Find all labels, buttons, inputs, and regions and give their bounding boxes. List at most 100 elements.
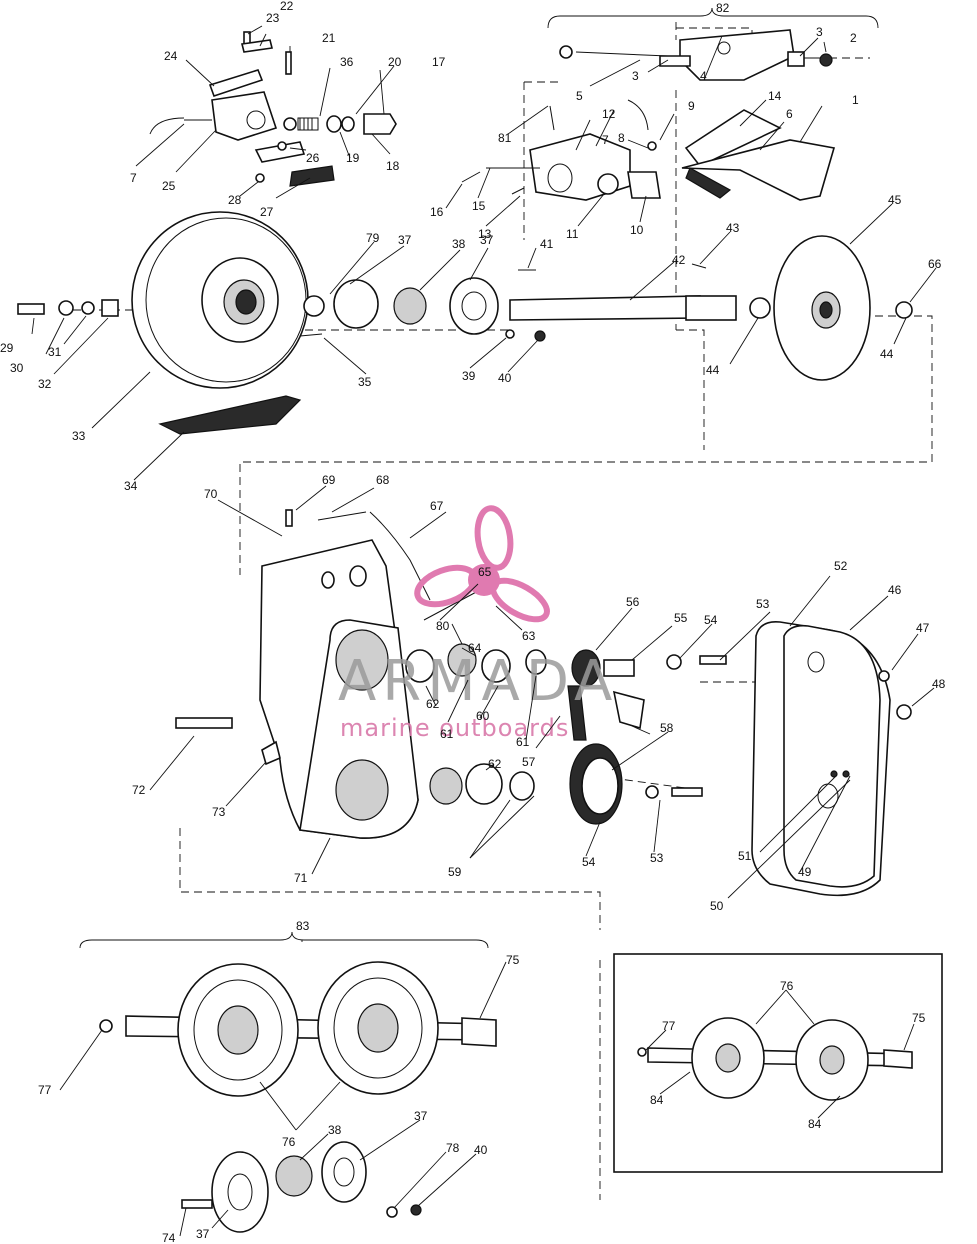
callout-35: 35 bbox=[358, 375, 372, 389]
callout-32: 32 bbox=[38, 377, 52, 391]
callout-61: 61 bbox=[516, 735, 530, 749]
callout-40: 40 bbox=[474, 1143, 488, 1157]
callout-29: 29 bbox=[0, 341, 14, 355]
callout-65: 65 bbox=[478, 565, 492, 579]
callout-75: 75 bbox=[912, 1011, 926, 1025]
callout-79: 79 bbox=[366, 231, 380, 245]
callout-63: 63 bbox=[522, 629, 536, 643]
callout-43: 43 bbox=[726, 221, 740, 235]
callout-83: 83 bbox=[296, 919, 310, 933]
callout-67: 67 bbox=[430, 499, 444, 513]
callout-42: 42 bbox=[672, 253, 686, 267]
callout-30: 30 bbox=[10, 361, 24, 375]
callout-2: 2 bbox=[850, 31, 857, 45]
callout-31: 31 bbox=[48, 345, 62, 359]
callout-45: 45 bbox=[888, 193, 902, 207]
callout-3: 3 bbox=[816, 25, 823, 39]
callout-27: 27 bbox=[260, 205, 274, 219]
callout-37: 37 bbox=[196, 1227, 210, 1241]
watermark-tagline: marine outboards bbox=[340, 714, 569, 742]
callout-5: 5 bbox=[576, 89, 583, 103]
callout-23: 23 bbox=[266, 11, 280, 25]
callout-60: 60 bbox=[476, 709, 490, 723]
callout-6: 6 bbox=[786, 107, 793, 121]
callout-48: 48 bbox=[932, 677, 946, 691]
leader-lines bbox=[31, 25, 937, 1237]
callout-69: 69 bbox=[322, 473, 336, 487]
propeller-logo-icon bbox=[414, 505, 550, 623]
callout-54: 54 bbox=[582, 855, 596, 869]
alternate-shaft-inset bbox=[613, 953, 943, 1173]
callout-33: 33 bbox=[72, 429, 86, 443]
callout-7: 7 bbox=[130, 171, 137, 185]
callout-56: 56 bbox=[626, 595, 640, 609]
brake-bracket-assembly bbox=[461, 29, 836, 201]
callout-53: 53 bbox=[650, 851, 664, 865]
callout-25: 25 bbox=[162, 179, 176, 193]
callout-62: 62 bbox=[488, 757, 502, 771]
callout-75: 75 bbox=[506, 953, 520, 967]
callout-61: 61 bbox=[440, 727, 454, 741]
watermark-brand: ARMADA bbox=[338, 649, 618, 714]
callout-46: 46 bbox=[888, 583, 902, 597]
callout-38: 38 bbox=[452, 237, 466, 251]
callout-73: 73 bbox=[212, 805, 226, 819]
callout-18: 18 bbox=[386, 159, 400, 173]
callout-20: 20 bbox=[388, 55, 402, 69]
callout-54: 54 bbox=[704, 613, 718, 627]
callout-40: 40 bbox=[498, 371, 512, 385]
callout-78: 78 bbox=[446, 1141, 460, 1155]
callout-8: 8 bbox=[618, 131, 625, 145]
callout-17: 17 bbox=[432, 55, 446, 69]
callout-68: 68 bbox=[376, 473, 390, 487]
callout-71: 71 bbox=[294, 871, 308, 885]
callout-12: 12 bbox=[602, 107, 616, 121]
callout-72: 72 bbox=[132, 783, 146, 797]
callout-3: 3 bbox=[632, 69, 639, 83]
callout-26: 26 bbox=[306, 151, 320, 165]
callout-37: 37 bbox=[480, 233, 494, 247]
callout-15: 15 bbox=[472, 199, 486, 213]
callout-labels: 1 2 3 3 4 5 6 7 7 8 9 10 11 12 13 14 15 … bbox=[0, 0, 946, 1244]
callout-77: 77 bbox=[662, 1019, 676, 1033]
callout-80: 80 bbox=[436, 619, 450, 633]
callout-24: 24 bbox=[164, 49, 178, 63]
callout-10: 10 bbox=[630, 223, 644, 237]
callout-44: 44 bbox=[706, 363, 720, 377]
brake-caliper-assembly bbox=[149, 31, 397, 187]
chaincase-assembly bbox=[175, 509, 912, 897]
callout-19: 19 bbox=[346, 151, 360, 165]
callout-55: 55 bbox=[674, 611, 688, 625]
callout-59: 59 bbox=[448, 865, 462, 879]
callout-37: 37 bbox=[414, 1109, 428, 1123]
callout-82: 82 bbox=[716, 1, 730, 15]
callout-62: 62 bbox=[426, 697, 440, 711]
drive-pulley-assembly bbox=[17, 211, 913, 435]
callout-36: 36 bbox=[340, 55, 354, 69]
callout-84: 84 bbox=[808, 1117, 822, 1131]
callout-64: 64 bbox=[468, 641, 482, 655]
callout-77: 77 bbox=[38, 1083, 52, 1097]
callout-7: 7 bbox=[602, 133, 609, 147]
callout-58: 58 bbox=[660, 721, 674, 735]
drive-shaft-sprockets bbox=[99, 961, 497, 1233]
callout-74: 74 bbox=[162, 1231, 176, 1244]
callout-9: 9 bbox=[688, 99, 695, 113]
callout-11: 11 bbox=[566, 227, 579, 241]
callout-37: 37 bbox=[398, 233, 412, 247]
callout-76: 76 bbox=[780, 979, 794, 993]
callout-66: 66 bbox=[928, 257, 942, 271]
callout-84: 84 bbox=[650, 1093, 664, 1107]
callout-38: 38 bbox=[328, 1123, 342, 1137]
callout-70: 70 bbox=[204, 487, 218, 501]
callout-16: 16 bbox=[430, 205, 444, 219]
callout-4: 4 bbox=[700, 69, 707, 83]
callout-52: 52 bbox=[834, 559, 848, 573]
callout-81: 81 bbox=[498, 131, 512, 145]
callout-49: 49 bbox=[798, 865, 812, 879]
callout-50: 50 bbox=[710, 899, 724, 913]
callout-22: 22 bbox=[280, 0, 294, 13]
callout-14: 14 bbox=[768, 89, 782, 103]
callout-76: 76 bbox=[282, 1135, 296, 1149]
callout-13: 13 bbox=[478, 227, 492, 241]
